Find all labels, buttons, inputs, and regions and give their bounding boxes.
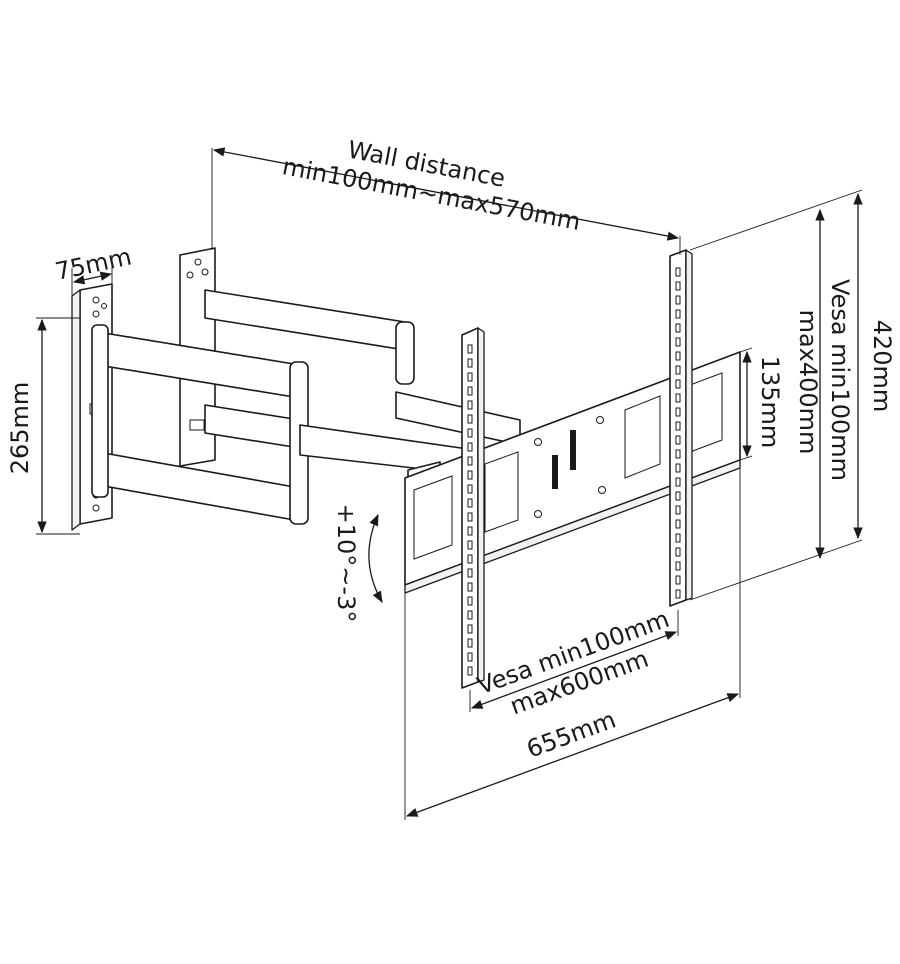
- rail-slot: [675, 309, 681, 319]
- rail-slot: [467, 470, 473, 480]
- rail-slot: [675, 519, 681, 529]
- plate-height-label: 265mm: [6, 382, 34, 475]
- rail-slot: [467, 610, 473, 620]
- dimension-lines: [36, 147, 863, 820]
- rail-slot: [675, 589, 681, 599]
- rail-slot: [467, 498, 473, 508]
- rail-slot: [467, 442, 473, 452]
- vesa-vertical-min: Vesa min100mm: [826, 279, 854, 481]
- rail-slot: [675, 407, 681, 417]
- rail-slot: [467, 596, 473, 606]
- vesa-vertical-max: max400mm: [794, 310, 822, 455]
- rail-slot: [467, 428, 473, 438]
- rail-slot: [675, 477, 681, 487]
- rail-slot: [675, 575, 681, 585]
- rail-slot: [675, 449, 681, 459]
- rail-slot: [675, 295, 681, 305]
- plate-width-label: 75mm: [53, 242, 134, 285]
- rail-slot: [467, 624, 473, 634]
- tilt-label: +10°~-3°: [332, 504, 360, 623]
- rail-slot: [467, 372, 473, 382]
- rail-slot: [675, 379, 681, 389]
- tv-bracket: [404, 249, 741, 689]
- rail-slot: [467, 582, 473, 592]
- rail-slot: [675, 463, 681, 473]
- rail-slot: [675, 421, 681, 431]
- rail-slot: [675, 351, 681, 361]
- rail-slot: [675, 435, 681, 445]
- rail-slot: [467, 414, 473, 424]
- rail-slot: [675, 561, 681, 571]
- rail-slot: [675, 547, 681, 557]
- rail-slot: [467, 358, 473, 368]
- rail-slot: [467, 540, 473, 550]
- rail-slot: [467, 344, 473, 354]
- rail-slot: [467, 400, 473, 410]
- rail-slot: [675, 505, 681, 515]
- rail-slot: [675, 491, 681, 501]
- rail-slot: [467, 652, 473, 662]
- rail-slot: [675, 281, 681, 291]
- rail-slot: [467, 554, 473, 564]
- rail-slot: [675, 267, 681, 277]
- rail-slot: [467, 512, 473, 522]
- bracket-height-label: 420mm: [868, 320, 896, 413]
- rail-slot: [675, 337, 681, 347]
- rail-slot: [467, 638, 473, 648]
- rail-slot: [467, 386, 473, 396]
- rail-slot: [675, 533, 681, 543]
- rail-slot: [467, 456, 473, 466]
- rail-slot: [467, 568, 473, 578]
- rail-slot: [675, 365, 681, 375]
- rail-slot: [675, 323, 681, 333]
- articulating-arms: [91, 289, 521, 525]
- rail-slot: [675, 393, 681, 403]
- rail-height-label: 135mm: [756, 356, 784, 449]
- rail-slot: [467, 666, 473, 676]
- rail-slot: [467, 526, 473, 536]
- rail-slot: [467, 484, 473, 494]
